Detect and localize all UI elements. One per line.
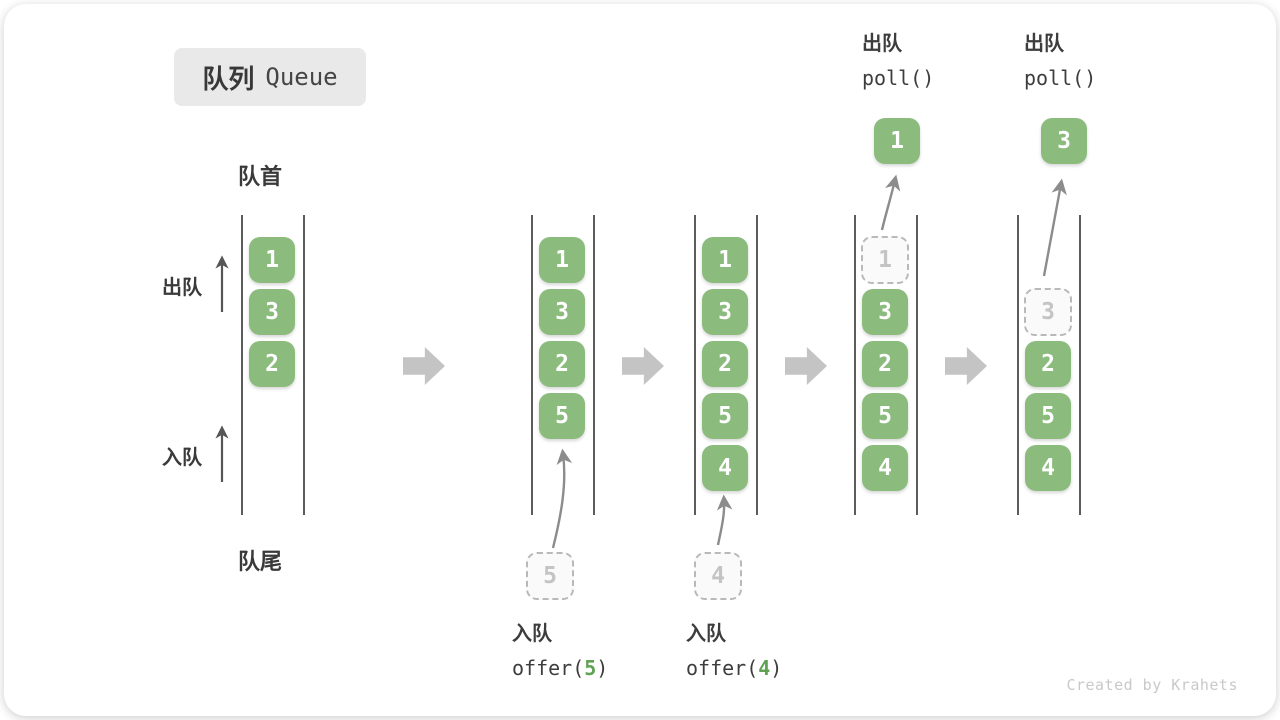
- queue-cell: 1: [702, 237, 748, 283]
- queue-column-line: [854, 215, 856, 515]
- queue-cell-dashed: 5: [526, 552, 574, 600]
- queue-cell: 3: [702, 289, 748, 335]
- queue-cell: 1: [874, 118, 920, 164]
- queue-cell: 5: [702, 393, 748, 439]
- queue-cell: 4: [1025, 445, 1071, 491]
- caption-code: poll(): [1024, 66, 1097, 90]
- label-queue-front: 队首: [237, 164, 282, 189]
- title-en: Queue: [265, 63, 338, 91]
- operation-caption: 出队 poll(): [862, 30, 934, 90]
- label-enqueue: 入队: [162, 447, 202, 469]
- caption-action-label: 入队: [512, 623, 552, 645]
- queue-column-line: [694, 215, 696, 515]
- dequeue-curve-arrow: [880, 174, 901, 231]
- title-zh: 队列: [202, 63, 255, 94]
- enqueue-curve-arrow: [551, 448, 573, 549]
- queue-column-line: [756, 215, 758, 515]
- operation-caption: 入队 offer(5): [512, 620, 608, 680]
- watermark: Created by Krahets: [1066, 676, 1238, 694]
- queue-cell-dashed: 3: [1024, 288, 1072, 336]
- queue-cell-dashed: 1: [861, 236, 909, 284]
- caption-action-label: 出队: [1024, 33, 1064, 55]
- enqueue-curve-arrow: [716, 494, 733, 546]
- queue-cell: 2: [702, 341, 748, 387]
- queue-column-line: [531, 215, 533, 515]
- dequeue-curve-arrow: [1042, 178, 1067, 277]
- queue-column-line: [916, 215, 918, 515]
- caption-code: offer(4): [686, 656, 783, 680]
- queue-cell-dashed: 4: [694, 552, 742, 600]
- operation-caption: 入队 offer(4): [686, 620, 782, 680]
- queue-cell: 4: [702, 445, 748, 491]
- queue-cell: 3: [539, 289, 585, 335]
- caption-action-label: 入队: [686, 623, 726, 645]
- step-arrow-icon: [945, 347, 987, 385]
- queue-column-line: [1079, 215, 1081, 515]
- queue-cell: 2: [249, 341, 295, 387]
- step-arrow-icon: [403, 347, 445, 385]
- queue-cell: 3: [1041, 118, 1087, 164]
- queue-column-line: [1017, 215, 1019, 515]
- diagram-card: 队列 Queue 队首 队尾 出队 入队 1 3 2 1 3 2 5 5 入队 offer(5) 1…: [4, 4, 1276, 716]
- queue-column-line: [303, 215, 305, 515]
- caption-code-arg: 5: [584, 656, 597, 680]
- queue-cell: 3: [249, 289, 295, 335]
- caption-code: poll(): [862, 66, 935, 90]
- queue-cell: 5: [539, 393, 585, 439]
- queue-cell: 1: [249, 237, 295, 283]
- label-queue-rear: 队尾: [237, 549, 282, 574]
- step-arrow-icon: [785, 347, 827, 385]
- step-arrow-icon: [622, 347, 664, 385]
- label-dequeue: 出队: [162, 277, 202, 299]
- caption-code-arg: 4: [758, 656, 771, 680]
- caption-action-label: 出队: [862, 33, 902, 55]
- queue-cell: 1: [539, 237, 585, 283]
- queue-cell: 5: [862, 393, 908, 439]
- queue-cell: 2: [862, 341, 908, 387]
- queue-cell: 5: [1025, 393, 1071, 439]
- title-badge: 队列 Queue: [174, 48, 366, 106]
- queue-cell: 3: [862, 289, 908, 335]
- queue-cell: 4: [862, 445, 908, 491]
- operation-caption: 出队 poll(): [1024, 30, 1096, 90]
- queue-column-line: [593, 215, 595, 515]
- queue-column-line: [241, 215, 243, 515]
- queue-cell: 2: [1025, 341, 1071, 387]
- queue-cell: 2: [539, 341, 585, 387]
- caption-code: offer(5): [512, 656, 609, 680]
